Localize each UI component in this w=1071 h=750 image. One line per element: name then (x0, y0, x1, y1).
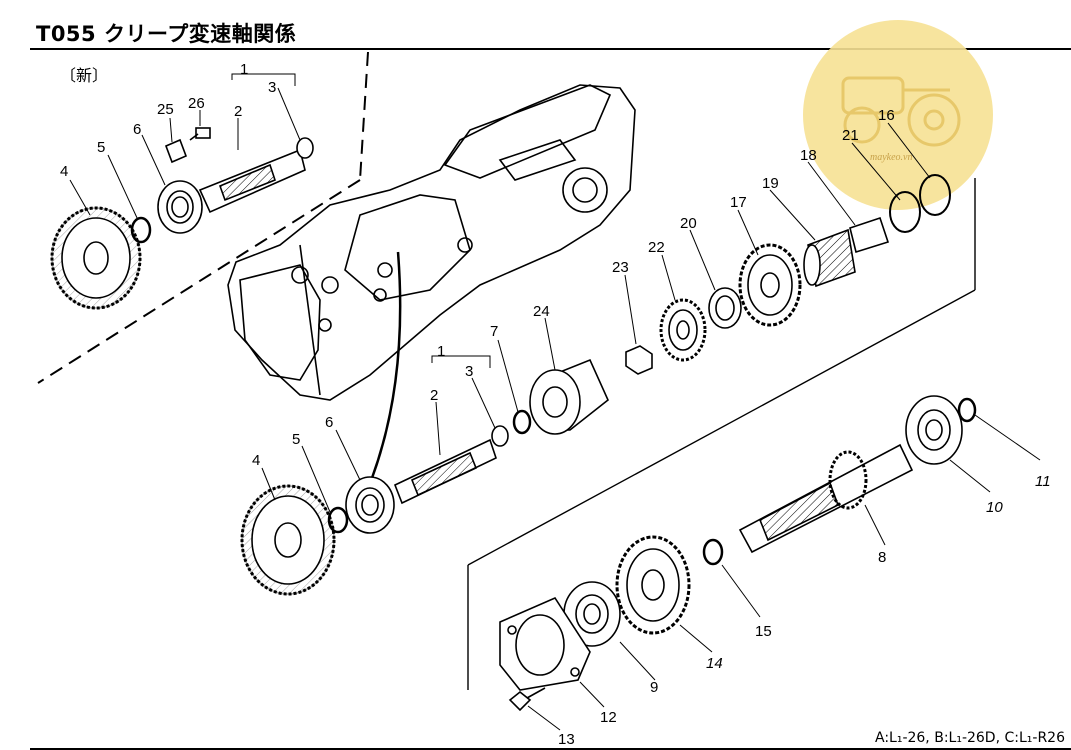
part-label-26: 26 (188, 95, 205, 112)
thrust-washer-part-21 (889, 191, 921, 233)
part-label-11: 11 (1035, 473, 1051, 490)
part-label-16: 16 (878, 107, 895, 124)
snap-ring-part-5 (130, 216, 152, 244)
part-label-5: 5 (97, 139, 105, 156)
part-label-22: 22 (648, 239, 665, 256)
part-label-18: 18 (800, 147, 817, 164)
bracket-part-25 (164, 138, 188, 164)
new-variant-boundary (37, 51, 369, 384)
tractor-icon (841, 76, 961, 147)
shaft-part-2-lower (393, 438, 497, 505)
washer-part-20 (708, 287, 742, 329)
gear-part-4-lower (240, 484, 336, 596)
collar-part-18 (849, 216, 890, 254)
shaft-part-2 (198, 148, 306, 214)
nut-part-23 (625, 345, 653, 375)
part-label-3: 3 (268, 79, 276, 96)
watermark-text: maykeo.vn (870, 152, 912, 163)
part-label-17: 17 (730, 194, 747, 211)
title-divider (30, 48, 1071, 50)
part-label-25: 25 (157, 101, 174, 118)
new-variant-assembly (50, 127, 314, 310)
gear-part-4 (50, 206, 142, 310)
assembly-arrow (370, 251, 402, 479)
gear-part-17 (738, 243, 802, 327)
part-label-7: 7 (490, 323, 498, 340)
snap-ring-part-15 (702, 538, 724, 566)
bushing-part-3-lower (491, 425, 509, 447)
new-variant-label: 〔新〕 (60, 66, 109, 85)
gear-part-22 (659, 298, 707, 362)
snap-ring-part-7 (512, 409, 532, 435)
sub-assembly-frame (467, 178, 976, 690)
bearing-part-6-lower (345, 476, 395, 534)
bolt-part-26 (189, 127, 211, 141)
part-label-1-lower: 1 (437, 343, 445, 360)
part-label-23: 23 (612, 259, 629, 276)
leader-lines (69, 73, 1041, 731)
bearing-part-9 (563, 581, 621, 647)
part-label-21: 21 (842, 127, 859, 144)
shaft-part-8 (738, 443, 914, 554)
page-title: T055 クリープ変速軸関係 (36, 22, 297, 46)
watermark-logo: maykeo.vn (803, 20, 993, 210)
part-label-6: 6 (133, 121, 141, 138)
part-label-24: 24 (533, 303, 550, 320)
bushing-part-3 (296, 137, 314, 159)
part-label-10: 10 (986, 499, 1003, 516)
bearing-part-10 (905, 395, 963, 465)
part-label-2-lower: 2 (430, 387, 438, 404)
part-label-2: 2 (234, 103, 242, 120)
part-label-4: 4 (60, 163, 68, 180)
bolt-part-13 (508, 687, 546, 712)
part-label-12: 12 (600, 709, 617, 726)
part-label-14: 14 (706, 655, 723, 672)
part-label-13: 13 (558, 731, 575, 748)
cover-part-12 (499, 596, 591, 691)
part-label-6-lower: 6 (325, 414, 333, 431)
part-label-5-lower: 5 (292, 431, 300, 448)
snap-ring-part-5-lower (327, 506, 349, 534)
snap-ring-part-11 (957, 397, 977, 423)
sub-assembly (499, 395, 977, 712)
main-assembly (240, 174, 951, 596)
gear-part-14 (615, 535, 691, 635)
bearing-part-6 (157, 180, 203, 234)
part-label-9: 9 (650, 679, 658, 696)
transmission-case (227, 84, 636, 401)
thrust-washer-part-16 (919, 174, 951, 216)
needle-bearing-part-19 (803, 228, 856, 288)
part-label-4-lower: 4 (252, 452, 260, 469)
model-code-note: A:L₁-26, B:L₁-26D, C:L₁-R26 (874, 730, 1065, 746)
footer-divider (30, 748, 1071, 750)
clutch-hub-part-24 (529, 358, 609, 435)
part-label-19: 19 (762, 175, 779, 192)
part-number-labels: 1 2 3 4 5 6 25 26 1 2 3 4 5 6 7 24 23 22… (60, 61, 1051, 748)
part-label-15: 15 (755, 623, 772, 640)
part-label-20: 20 (680, 215, 697, 232)
part-label-8: 8 (878, 549, 886, 566)
part-label-1: 1 (240, 61, 248, 78)
part-label-3-lower: 3 (465, 363, 473, 380)
